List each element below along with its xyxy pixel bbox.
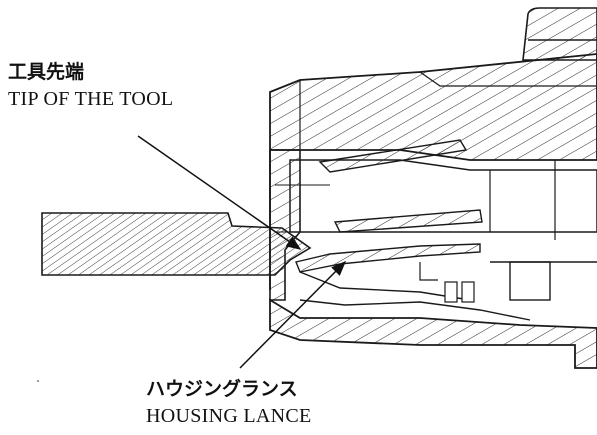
tool-tip-label-en: TIP OF THE TOOL bbox=[8, 88, 174, 110]
terminal-contact bbox=[419, 261, 597, 303]
insertion-tool bbox=[41, 212, 312, 276]
housing-top-cap bbox=[522, 7, 597, 61]
housing-lance-leader bbox=[239, 260, 347, 369]
tool-tip-label-ja: 工具先端 bbox=[8, 61, 85, 83]
tool-tip-leader bbox=[137, 135, 302, 250]
housing-inner-cavity bbox=[275, 139, 597, 240]
housing-front-face bbox=[269, 149, 301, 301]
housing-lower-wall bbox=[269, 298, 597, 369]
housing-lance-label-en: HOUSING LANCE bbox=[146, 405, 312, 427]
housing-lance bbox=[295, 243, 531, 321]
stray-mark bbox=[37, 380, 39, 382]
leader-arrows bbox=[137, 135, 347, 369]
housing-lance-label-ja: ハウジングランス bbox=[146, 378, 298, 400]
